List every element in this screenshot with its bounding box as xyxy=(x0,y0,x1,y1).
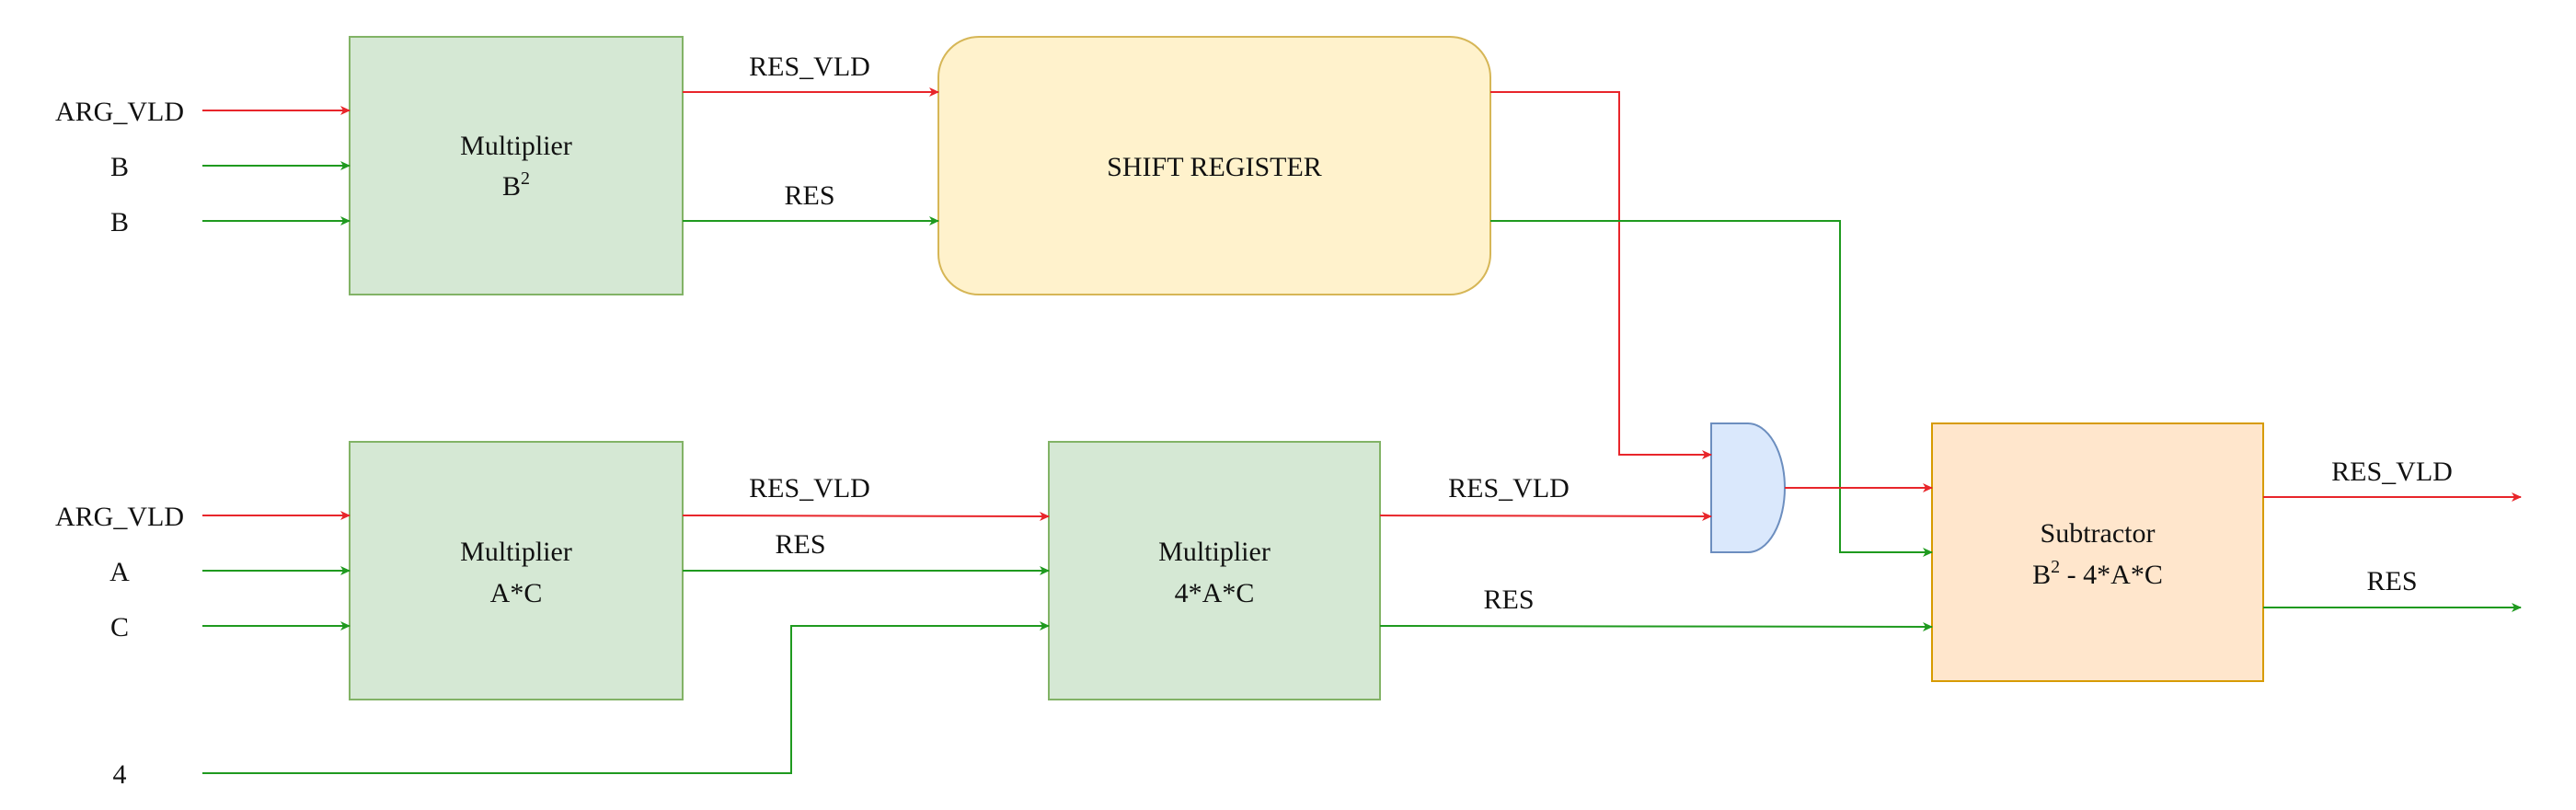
label-4ac-res: RES xyxy=(1483,584,1534,615)
arrow-4ac-res-to-subtractor xyxy=(1379,621,1933,631)
label-b2-res-vld: RES_VLD xyxy=(749,52,870,82)
multiplier-b2-block xyxy=(349,36,684,295)
multiplier-b2-formula: B2 xyxy=(502,168,530,202)
multiplier-ac-formula: A*C xyxy=(490,578,543,608)
label-b2-res: RES xyxy=(784,180,834,211)
subtractor-formula: B2 - 4*A*C xyxy=(2032,557,2163,590)
label-ac-res: RES xyxy=(775,529,825,560)
label-out-res-vld: RES_VLD xyxy=(2331,457,2453,487)
shift-register-block xyxy=(937,36,1491,295)
input-label-b-1: B xyxy=(110,152,129,182)
label-ac-res-vld: RES_VLD xyxy=(749,473,870,503)
shift-register-label: SHIFT REGISTER xyxy=(1107,152,1322,182)
arrow-4ac-res-vld-to-gate xyxy=(1379,511,1712,521)
multiplier-4ac-block xyxy=(1048,441,1381,700)
and-gate-icon xyxy=(1710,422,1786,553)
multiplier-4ac-formula: 4*A*C xyxy=(1175,578,1255,608)
arrow-ac-res-vld xyxy=(682,511,1050,521)
subtractor-block xyxy=(1931,422,2264,682)
arrow-shift-res-to-subtractor xyxy=(1490,220,1933,557)
input-label-arg-vld-bottom: ARG_VLD xyxy=(55,502,184,532)
input-label-b-2: B xyxy=(110,207,129,237)
arrow-shift-res-vld-to-gate xyxy=(1490,91,1712,459)
label-4ac-res-vld: RES_VLD xyxy=(1448,473,1570,503)
arrow-const-4 xyxy=(202,621,1050,774)
multiplier-4ac-title: Multiplier xyxy=(1158,537,1271,567)
subtractor-title: Subtractor xyxy=(2041,518,2156,549)
label-out-res: RES xyxy=(2366,566,2417,596)
input-label-c: C xyxy=(110,612,129,642)
input-label-arg-vld-top: ARG_VLD xyxy=(55,97,184,127)
input-label-const-4: 4 xyxy=(113,759,127,790)
multiplier-ac-title: Multiplier xyxy=(460,537,572,567)
input-label-a: A xyxy=(109,557,130,587)
multiplier-ac-block xyxy=(349,441,684,700)
multiplier-b2-title: Multiplier xyxy=(460,131,572,161)
